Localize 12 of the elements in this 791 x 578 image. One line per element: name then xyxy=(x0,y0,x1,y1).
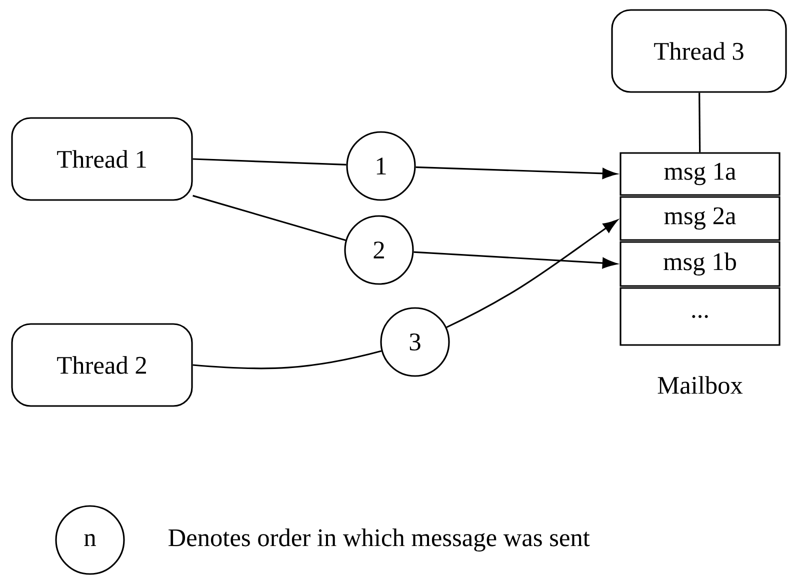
mailbox-label: Mailbox xyxy=(658,376,743,394)
legend-text: Denotes order in which message was sent xyxy=(168,528,590,552)
thread-box: Thread 1 xyxy=(11,117,193,201)
mailbox-slot: ... xyxy=(620,287,780,346)
mailbox-slot: msg 1a xyxy=(620,152,780,196)
arrow xyxy=(446,220,618,328)
thread-box: Thread 2 xyxy=(11,323,193,407)
arrow xyxy=(416,166,617,179)
mailbox-slot: msg 1b xyxy=(620,241,780,287)
mailbox-slot: msg 2a xyxy=(620,196,780,241)
thread-box: Thread 3 xyxy=(611,9,787,93)
arrow xyxy=(414,251,617,268)
